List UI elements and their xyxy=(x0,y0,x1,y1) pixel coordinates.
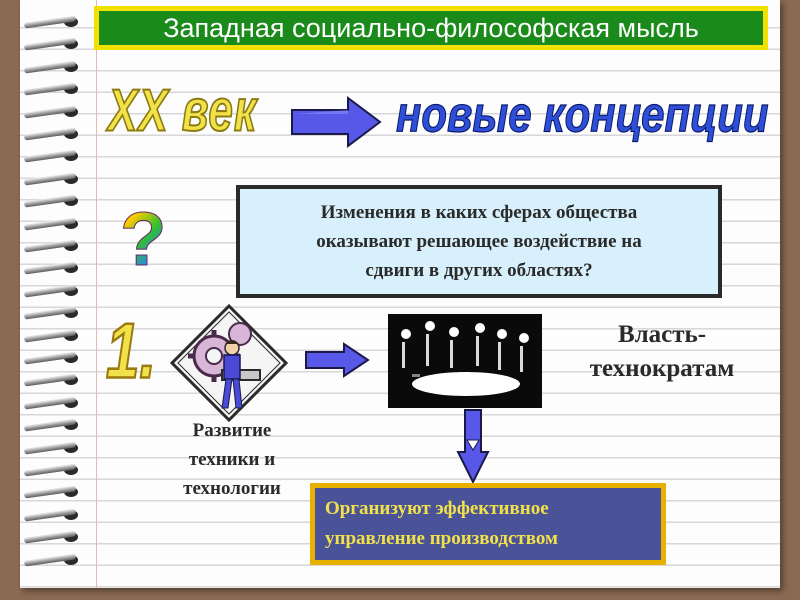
binding-ring-icon xyxy=(23,37,82,51)
power-label: Власть- технократам xyxy=(589,321,735,382)
question-text: Изменения в каких сферах общества оказыв… xyxy=(316,202,642,281)
binding-ring-icon xyxy=(23,284,82,298)
binding-ring-icon xyxy=(23,15,82,29)
binding-ring-icon xyxy=(23,261,82,275)
binding-ring-icon xyxy=(23,373,82,387)
binding-ring-icon xyxy=(23,60,82,74)
slide-title: Западная социально-философская мысль xyxy=(94,6,768,50)
binding-ring-icon xyxy=(23,239,82,253)
binding-ring-icon xyxy=(23,553,82,567)
title-text: Западная социально-философская мысль xyxy=(163,12,699,43)
binding-ring-icon xyxy=(23,508,82,522)
binding-ring-icon xyxy=(23,194,82,208)
binding-ring-icon xyxy=(23,441,82,455)
worker-gears-icon xyxy=(170,304,288,422)
arrow-down-icon xyxy=(456,409,490,484)
binding-ring-icon xyxy=(23,329,82,343)
business-meeting-icon xyxy=(388,314,542,408)
margin-line xyxy=(96,0,97,588)
century-wordart: XX век xyxy=(107,77,258,145)
binding-ring-icon xyxy=(23,485,82,499)
binding-ring-icon xyxy=(23,306,82,320)
binding-ring-icon xyxy=(23,105,82,119)
question-mark-icon: ? xyxy=(119,197,167,283)
binding-ring-icon xyxy=(23,127,82,141)
concepts-wordart: новые концепции xyxy=(396,85,770,143)
binding-ring-icon xyxy=(23,530,82,544)
binding-ring-icon xyxy=(23,351,82,365)
arrow-right-icon xyxy=(305,342,370,378)
arrow-right-icon xyxy=(291,96,382,148)
item-number-wordart: 1. xyxy=(105,306,157,396)
binding-ring-icon xyxy=(23,463,82,477)
binding-ring-icon xyxy=(23,172,82,186)
result-text: Организуют эффективное управление произв… xyxy=(325,498,558,549)
binding-ring-icon xyxy=(23,418,82,432)
binding-ring-icon xyxy=(23,396,82,410)
development-label: Развитие техники и технологии xyxy=(183,420,281,499)
result-box: Организуют эффективное управление произв… xyxy=(310,483,666,565)
question-box: Изменения в каких сферах общества оказыв… xyxy=(236,185,722,298)
binding-ring-icon xyxy=(23,217,82,231)
binding-ring-icon xyxy=(23,149,82,163)
binding-ring-icon xyxy=(23,82,82,96)
